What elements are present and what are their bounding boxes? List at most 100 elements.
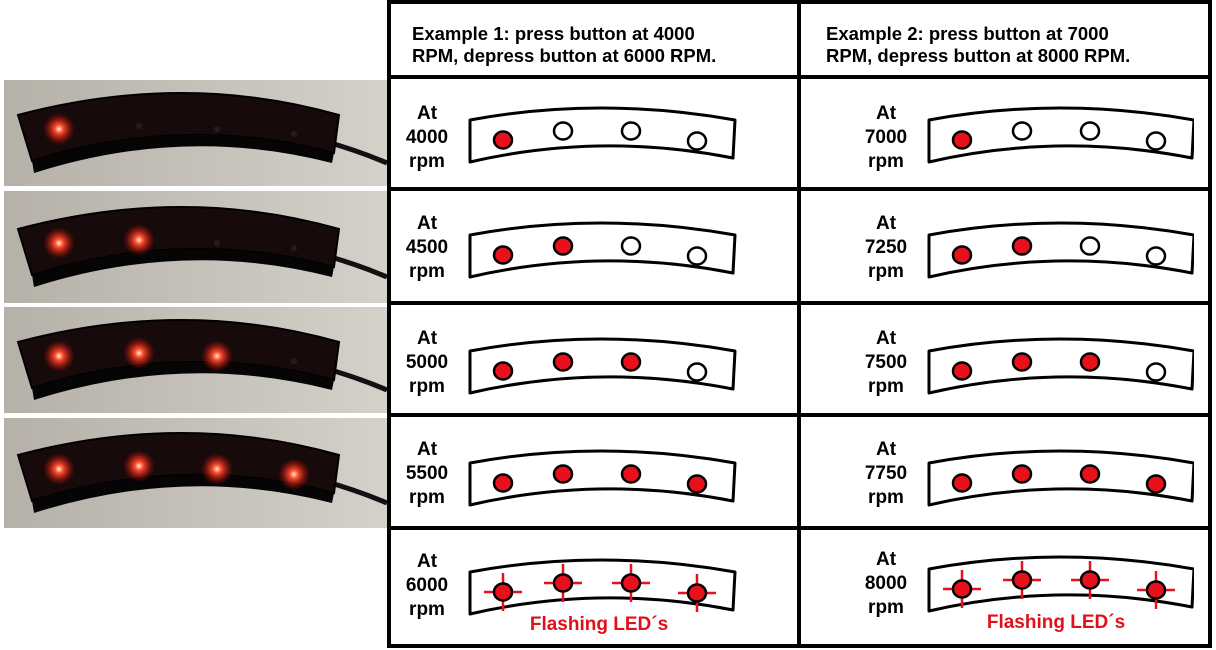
led-on — [492, 361, 514, 381]
led-on — [1079, 570, 1101, 590]
example-2-header-line1: Example 2: press button at 7000 — [826, 23, 1109, 44]
rpm-label-ex2-row3: At 7500 rpm — [864, 328, 908, 397]
led-on — [492, 130, 514, 150]
photo-led-off — [291, 245, 297, 252]
rpm-label-ex1-row1: At 4000 rpm — [405, 103, 449, 172]
rpm-label-ex1-row3: At 5000 rpm — [405, 328, 449, 397]
rpm-label-ex2-row1: At 7000 rpm — [864, 103, 908, 172]
photo-led-off — [214, 240, 220, 247]
led-strip-outline — [927, 449, 1194, 507]
led-bar-photo-4 — [4, 418, 387, 528]
led-on — [1079, 352, 1101, 372]
flashing-leds-label-ex1: Flashing LED´s — [529, 614, 669, 635]
led-strip-ex2-row1 — [927, 106, 1194, 164]
led-on — [620, 352, 642, 372]
photo-led-on — [278, 458, 310, 491]
photo-led-off — [214, 126, 220, 132]
rpm-label-ex2-row2: At 7250 rpm — [864, 213, 908, 282]
led-bar-edge — [32, 361, 334, 400]
led-on — [620, 464, 642, 484]
led-bar-photo-image — [4, 307, 387, 413]
flashing-leds-label-ex2: Flashing LED´s — [986, 612, 1126, 633]
led-strip-ex1-row2 — [468, 221, 737, 279]
photo-led-on — [43, 113, 75, 145]
led-strip-ex1-row4 — [468, 449, 737, 507]
led-strip-outline — [468, 337, 737, 395]
column-divider — [797, 0, 801, 648]
led-on — [492, 245, 514, 265]
led-bar-photo-image — [4, 418, 387, 528]
led-off — [686, 362, 708, 382]
led-on — [620, 573, 642, 593]
led-strip-outline — [468, 558, 737, 616]
led-on — [1145, 580, 1167, 600]
rpm-label-ex2-row5: At 8000 rpm — [864, 549, 908, 618]
led-strip-ex2-row3 — [927, 337, 1194, 395]
led-bar-photo-image — [4, 191, 387, 303]
led-off — [620, 236, 642, 256]
led-off — [1079, 121, 1101, 141]
photo-led-off — [136, 123, 142, 129]
photo-led-on — [123, 449, 155, 482]
example-1-header-line1: Example 1: press button at 4000 — [412, 23, 695, 44]
led-strip-ex1-row1 — [468, 106, 737, 164]
photo-led-on — [43, 453, 75, 486]
led-off — [1145, 131, 1167, 151]
photo-led-on — [43, 227, 75, 260]
photo-led-off — [291, 358, 297, 364]
led-off — [1145, 246, 1167, 266]
photo-led-on — [201, 340, 233, 372]
example-2-header: Example 2: press button at 7000 RPM, dep… — [826, 23, 1130, 67]
led-bar-photo-image — [4, 80, 387, 186]
led-bar-photo-3 — [4, 307, 387, 413]
led-strip-outline — [927, 555, 1194, 613]
led-on — [951, 361, 973, 381]
led-off — [552, 121, 574, 141]
led-on — [552, 464, 574, 484]
led-on — [686, 474, 708, 494]
led-on — [552, 352, 574, 372]
led-on — [1011, 352, 1033, 372]
led-bar-edge — [32, 134, 334, 173]
led-bar-edge — [32, 248, 334, 287]
led-on — [1011, 464, 1033, 484]
led-strip-ex2-row4 — [927, 449, 1194, 507]
led-off — [1145, 362, 1167, 382]
led-on — [1079, 464, 1101, 484]
led-on — [951, 130, 973, 150]
rpm-label-ex1-row4: At 5500 rpm — [405, 439, 449, 508]
row-divider — [387, 413, 1212, 417]
led-strip-outline — [927, 221, 1194, 279]
rpm-label-ex1-row5: At 6000 rpm — [405, 551, 449, 620]
led-strip-outline — [468, 221, 737, 279]
led-strip-ex1-row5 — [468, 558, 737, 616]
led-off — [620, 121, 642, 141]
row-divider — [387, 301, 1212, 305]
led-off — [686, 246, 708, 266]
led-on — [492, 473, 514, 493]
led-on — [951, 245, 973, 265]
led-off — [1079, 236, 1101, 256]
led-strip-outline — [468, 449, 737, 507]
photo-led-on — [123, 337, 155, 369]
example-1-header: Example 1: press button at 4000 RPM, dep… — [412, 23, 716, 67]
led-strip-ex1-row3 — [468, 337, 737, 395]
led-strip-outline — [468, 106, 737, 164]
led-off — [1011, 121, 1033, 141]
led-on — [1145, 474, 1167, 494]
rpm-label-ex2-row4: At 7750 rpm — [864, 439, 908, 508]
led-strip-ex2-row5 — [927, 555, 1194, 613]
led-strip-ex2-row2 — [927, 221, 1194, 279]
led-on — [552, 573, 574, 593]
example-2-header-line2: RPM, depress button at 8000 RPM. — [826, 45, 1131, 66]
led-off — [686, 131, 708, 151]
photo-led-on — [201, 453, 233, 486]
row-divider — [387, 526, 1212, 530]
led-on — [951, 579, 973, 599]
example-1-header-line2: RPM, depress button at 6000 RPM. — [412, 45, 717, 66]
led-strip-outline — [927, 106, 1194, 164]
led-on — [951, 473, 973, 493]
led-bar-edge — [32, 474, 334, 513]
photo-led-off — [291, 131, 297, 137]
photo-led-on — [43, 340, 75, 372]
